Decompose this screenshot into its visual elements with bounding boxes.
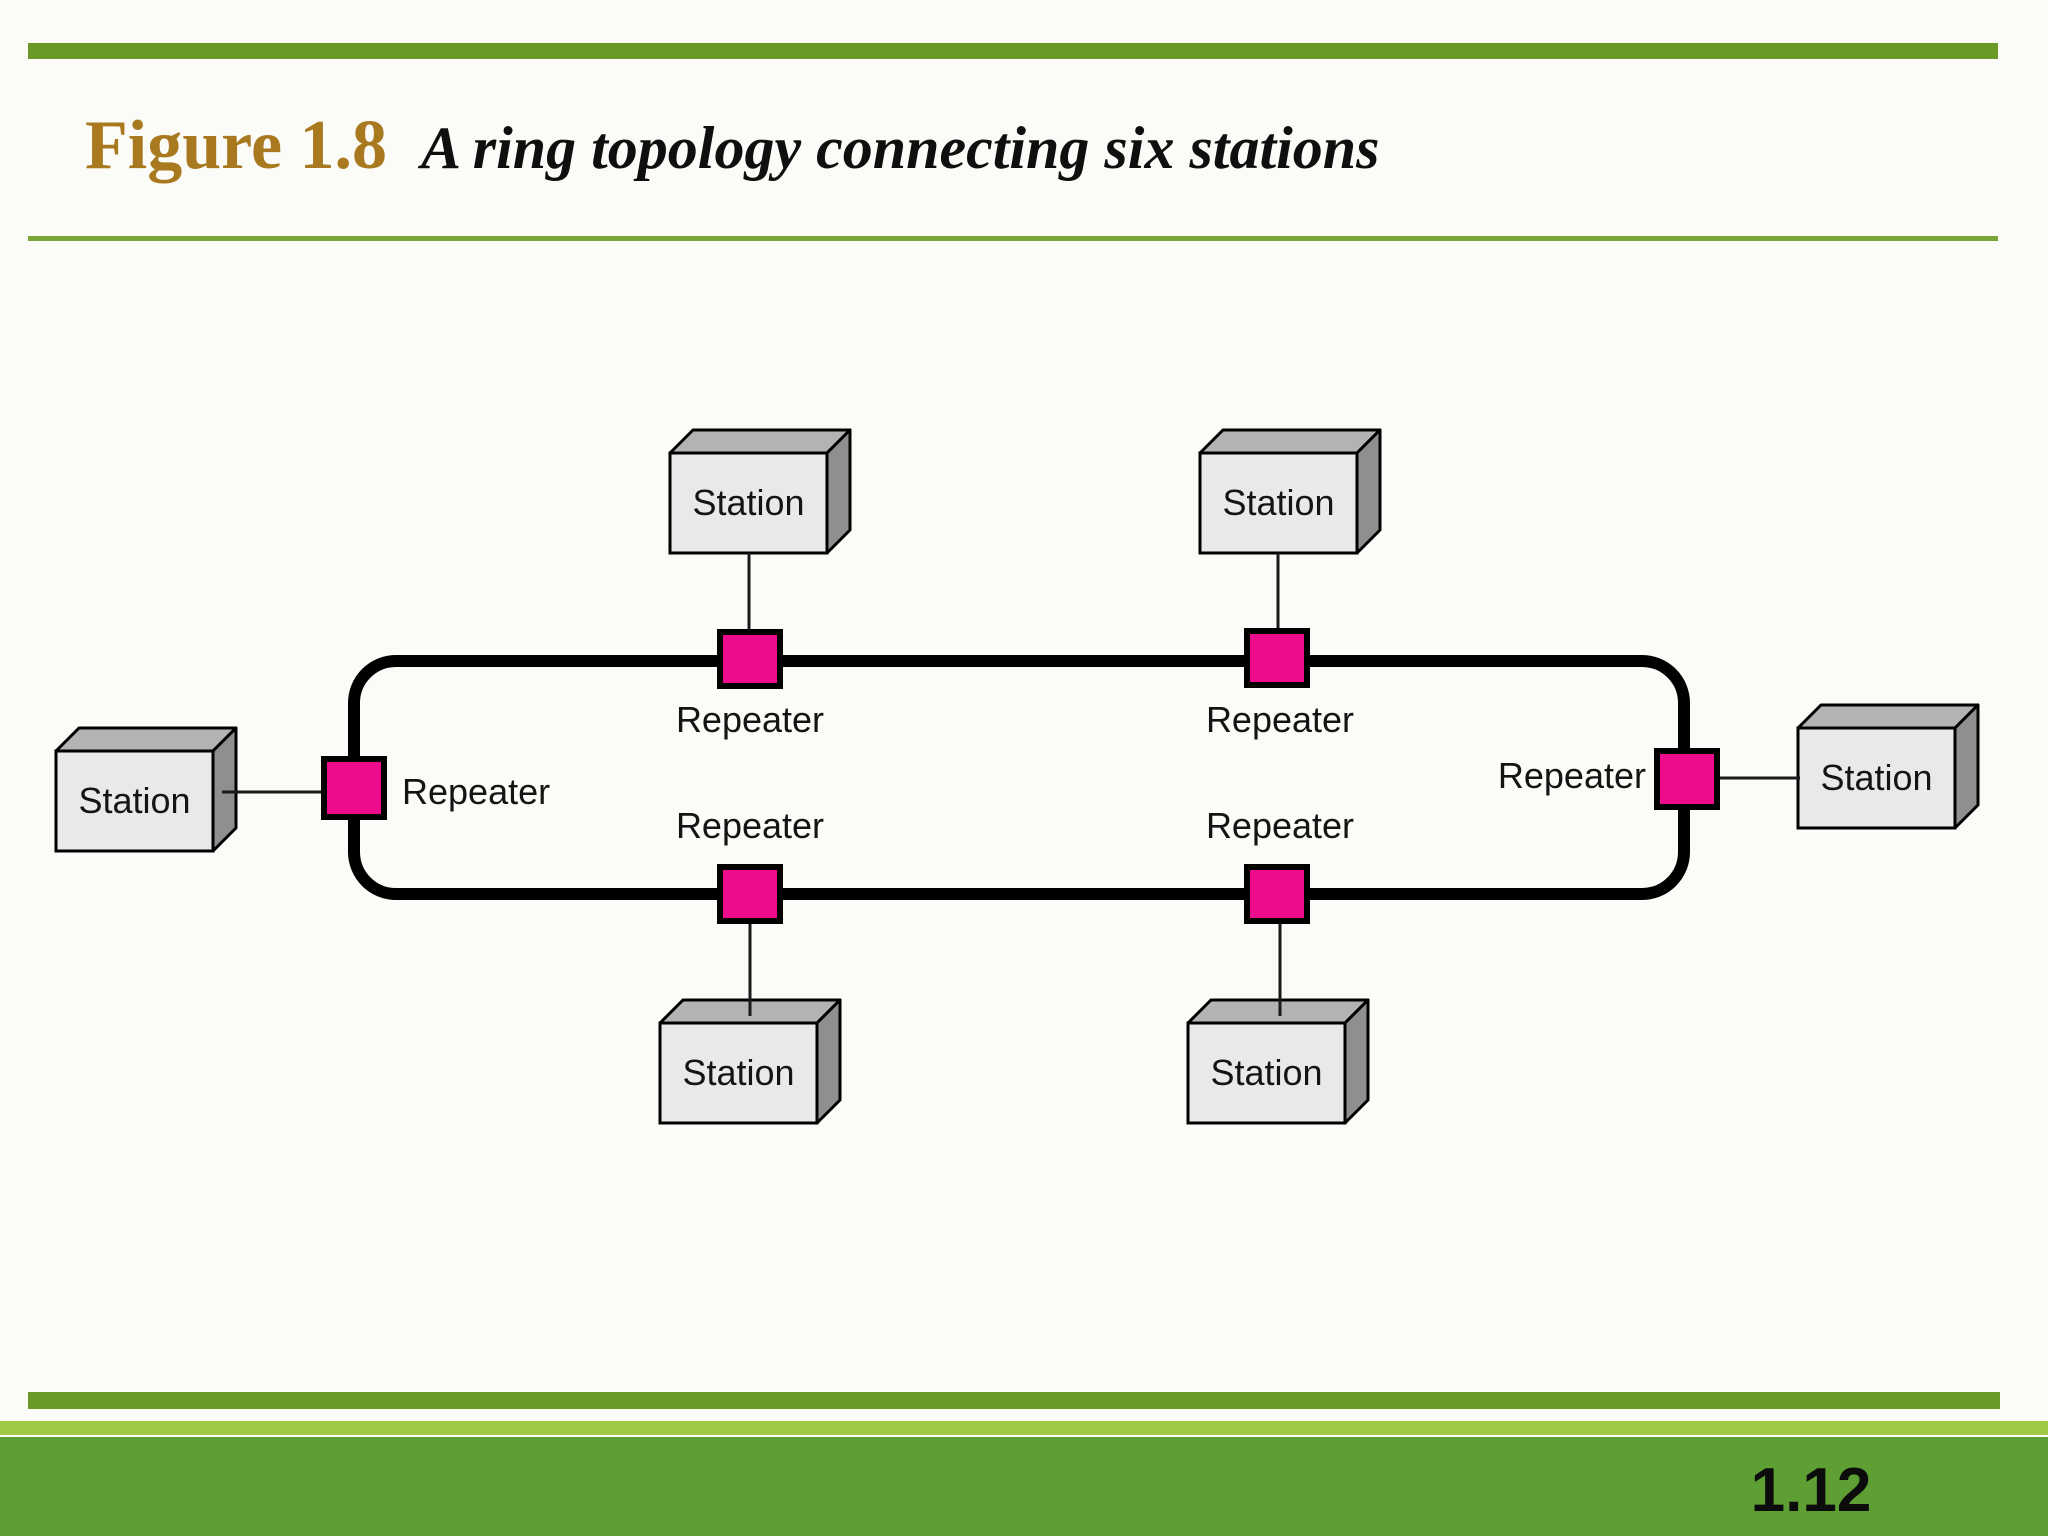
station-side-face: [815, 998, 842, 1125]
station-side-face: [1953, 703, 1980, 830]
repeater-node-bottom-right: [1244, 864, 1310, 924]
station-front-face: [668, 451, 829, 555]
station-top-face: [1796, 703, 1980, 730]
station-top-face: [1186, 998, 1370, 1025]
station-front-face: [54, 749, 215, 853]
repeater-label-top-left: Repeater: [675, 699, 825, 740]
station-side-face: [1343, 998, 1370, 1125]
station-label-left: Station: [78, 780, 191, 821]
repeater-label-bottom-left: Repeater: [675, 805, 825, 846]
station-box-bottom-left: [658, 998, 842, 1125]
station-side-face: [1355, 428, 1382, 555]
station-label-bottom-left: Station: [682, 1052, 795, 1093]
repeater-node-bottom-left: [717, 864, 783, 924]
station-label-top-left: Station: [692, 482, 805, 523]
station-top-face: [54, 726, 238, 753]
footer-panel: [0, 1437, 2048, 1536]
page-number: 1.12: [1750, 1456, 1872, 1525]
station-front-face: [658, 1021, 819, 1125]
station-box-bottom-right: [1186, 998, 1370, 1125]
station-front-face: [1186, 1021, 1347, 1125]
repeater-node-top-left: [717, 629, 783, 689]
station-top-face: [668, 428, 852, 455]
figure-caption: A ring topology connecting six stations: [421, 115, 1380, 181]
station-front-face: [1198, 451, 1359, 555]
station-label-bottom-right: Station: [1210, 1052, 1323, 1093]
title-divider-line: [28, 236, 1998, 241]
repeater-label-left: Repeater: [402, 771, 551, 812]
header-green-bar: [28, 43, 1998, 59]
station-label-top-right: Station: [1222, 482, 1335, 523]
station-box-left: [54, 726, 238, 853]
repeater-label-bottom-right: Repeater: [1205, 805, 1355, 846]
station-side-face: [211, 726, 238, 853]
footer-green-bar: [28, 1392, 2000, 1409]
repeater-label-right: Repeater: [1497, 755, 1646, 796]
station-side-face: [825, 428, 852, 555]
station-label-right: Station: [1820, 757, 1933, 798]
station-box-top-left: [668, 428, 852, 555]
repeater-node-left: [321, 756, 387, 820]
station-top-face: [1198, 428, 1382, 455]
station-box-top-right: [1198, 428, 1382, 555]
repeater-node-right: [1654, 748, 1720, 810]
slide-title: Figure 1.8 A ring topology connecting si…: [85, 96, 1885, 198]
footer-light-green-bar: [0, 1421, 2048, 1435]
repeater-label-top-right: Repeater: [1205, 699, 1355, 740]
repeater-node-top-right: [1244, 628, 1310, 688]
figure-label: Figure 1.8: [85, 107, 388, 184]
